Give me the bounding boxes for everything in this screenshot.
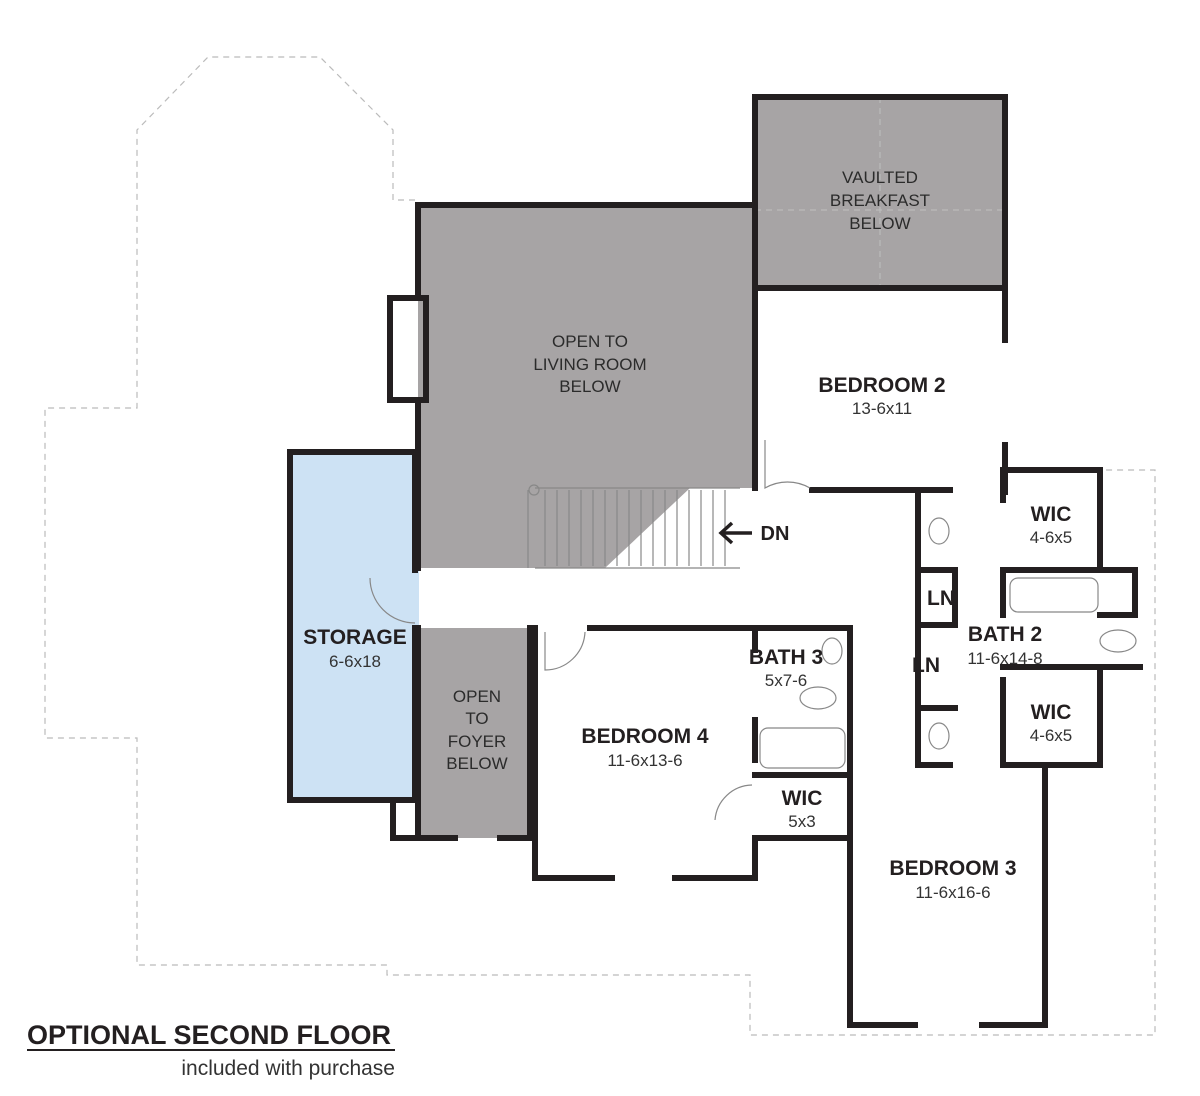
fixtures [369, 440, 1137, 821]
living-label-2: LIVING ROOM [533, 355, 646, 374]
vaulted-label-1: VAULTED [842, 168, 918, 187]
living-label-1: OPEN TO [552, 332, 628, 351]
foyer-label-4: BELOW [446, 754, 507, 773]
sink-icon [928, 722, 950, 750]
plan-title: OPTIONAL SECOND FLOOR [27, 1020, 391, 1050]
bedroom3-dim: 11-6x16-6 [915, 883, 990, 902]
wic2-name: WIC [1031, 701, 1072, 724]
bedroom3-name: BEDROOM 3 [889, 857, 1016, 880]
foyer-label-2: TO [465, 709, 488, 728]
vaulted-label-3: BELOW [849, 214, 910, 233]
ln1-name: LN [927, 587, 955, 610]
sink-icon [821, 637, 843, 665]
wic1-dim: 4-6x5 [1030, 528, 1073, 547]
plan-subtitle: included with purchase [181, 1057, 395, 1080]
foyer-label-3: FOYER [448, 732, 507, 751]
bedroom4-name: BEDROOM 4 [581, 725, 709, 748]
bath2-dim: 11-6x14-8 [967, 649, 1042, 668]
bath2-name: BATH 2 [968, 623, 1042, 646]
wic3-name: WIC [782, 787, 823, 810]
bathtub-icon [1009, 577, 1099, 613]
bath3-name: BATH 3 [749, 646, 823, 669]
walls [287, 94, 1143, 1028]
stairs-down-label: DN [761, 523, 790, 545]
bedroom2-dim: 13-6x11 [852, 399, 912, 418]
open-to-foyer [418, 628, 530, 838]
wic3-dim: 5x3 [788, 812, 815, 831]
foyer-label-1: OPEN [453, 687, 501, 706]
ln2-name: LN [912, 654, 940, 677]
toilet-icon [1099, 629, 1137, 653]
first-floor-outline [44, 56, 1156, 1036]
staircase[interactable] [527, 484, 740, 569]
vaulted-label-2: BREAKFAST [830, 191, 930, 210]
bedroom2-name: BEDROOM 2 [818, 374, 945, 397]
wic2-dim: 4-6x5 [1030, 726, 1073, 745]
bedroom4-dim: 11-6x13-6 [607, 751, 682, 770]
storage-door-fill [413, 570, 419, 626]
storage-name: STORAGE [303, 626, 406, 649]
open-to-living-room [418, 205, 755, 568]
wic1-name: WIC [1031, 503, 1072, 526]
bathtub-icon [759, 727, 846, 769]
living-label-3: BELOW [559, 377, 620, 396]
vault-lines [755, 97, 1005, 288]
toilet-icon [799, 686, 837, 710]
sink-icon [928, 517, 950, 545]
storage-dim: 6-6x18 [329, 652, 381, 671]
storage-room[interactable] [290, 452, 415, 800]
down-arrow-icon [718, 521, 752, 545]
bath3-dim: 5x7-6 [765, 671, 808, 690]
